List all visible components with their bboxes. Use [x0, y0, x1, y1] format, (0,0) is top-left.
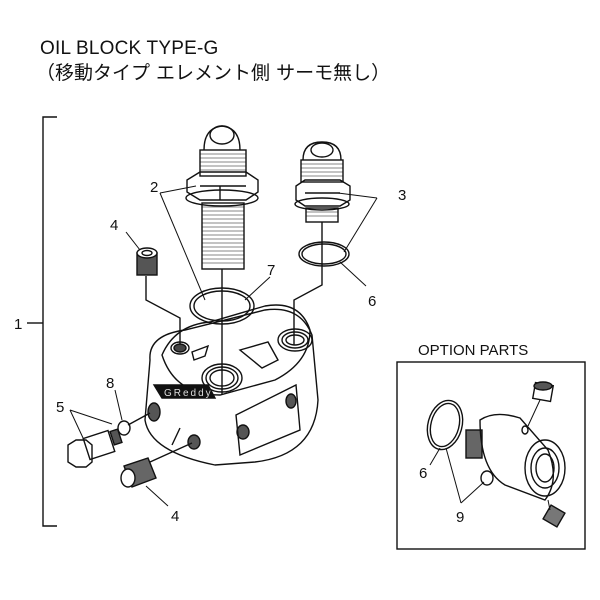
callout-5: 5 [56, 399, 64, 416]
callout-7: 7 [267, 262, 275, 279]
option-parts-heading: OPTION PARTS [418, 342, 528, 359]
small-oring-part [298, 241, 350, 267]
block-logo: GReddy [164, 388, 213, 399]
callout-1: 1 [14, 316, 22, 333]
diagram-title: OIL BLOCK TYPE-G [40, 38, 219, 59]
top-plug-part [136, 247, 181, 345]
large-fitting-part [185, 125, 259, 395]
small-fitting-part [293, 141, 351, 345]
assembly-bracket [27, 116, 57, 527]
callout-6: 6 [368, 293, 376, 310]
bottom-plug-part [120, 442, 193, 488]
oil-block-body [144, 304, 319, 466]
callout-4-top: 4 [110, 217, 118, 234]
callout-8: 8 [106, 375, 114, 392]
sensor-fitting-part [67, 428, 123, 468]
callout-option-6: 6 [419, 465, 427, 482]
callout-4-bottom: 4 [171, 508, 179, 525]
washer-part [117, 412, 151, 436]
callout-3: 3 [398, 187, 406, 204]
diagram-subtitle: （移動タイプ エレメント側 サーモ無し） [36, 62, 391, 84]
callout-option-9: 9 [456, 509, 464, 526]
leader-lines [69, 185, 378, 507]
callout-2: 2 [150, 179, 158, 196]
option-parts-box [396, 361, 586, 550]
